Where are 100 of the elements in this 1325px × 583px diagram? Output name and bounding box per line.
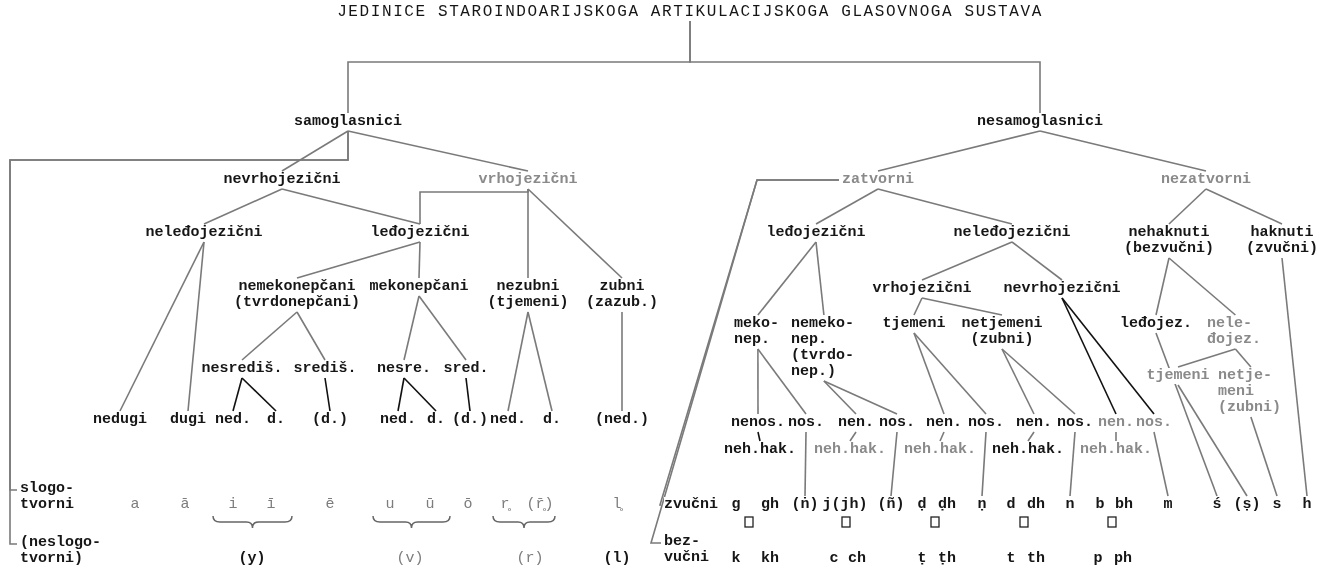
phoneme-label: l̥ bbox=[612, 497, 622, 513]
tree-line bbox=[418, 241, 421, 279]
tree-line bbox=[507, 311, 529, 412]
tree-line bbox=[815, 188, 879, 225]
tree-line bbox=[1115, 431, 1117, 442]
tree-line bbox=[527, 188, 623, 279]
tree-line bbox=[757, 431, 761, 442]
phoneme-label: dh bbox=[1027, 497, 1045, 513]
tree-label: netjemeni (zubni) bbox=[960, 316, 1044, 348]
tree-line bbox=[281, 130, 349, 172]
phoneme-label: ph bbox=[1114, 551, 1132, 567]
tree-line bbox=[418, 295, 467, 361]
tree-line bbox=[921, 297, 1003, 316]
tree-label: (d.) bbox=[312, 412, 348, 428]
phoneme-label: j(jh) bbox=[822, 497, 868, 513]
tree-line bbox=[815, 241, 825, 316]
tree-line bbox=[324, 377, 331, 412]
tree-label: mekonepčani bbox=[369, 279, 469, 295]
tree-label: nedugi bbox=[93, 412, 147, 428]
tree-line bbox=[527, 311, 553, 412]
phoneme-label: ī bbox=[266, 497, 276, 513]
tree-label: (ñ) bbox=[877, 497, 905, 513]
tree-label: samoglasnici bbox=[294, 114, 402, 130]
tree-line bbox=[296, 311, 326, 361]
phoneme-label: i bbox=[228, 497, 238, 513]
phoneme-label: ch bbox=[848, 551, 866, 567]
tree-line bbox=[1177, 348, 1237, 368]
tree-line bbox=[921, 241, 1013, 281]
tree-line bbox=[823, 380, 857, 415]
tree-line bbox=[981, 431, 987, 497]
tree-label: (d.) bbox=[452, 412, 488, 428]
tree-line bbox=[1061, 297, 1155, 415]
tree-line bbox=[1281, 257, 1308, 497]
phoneme-label: r̥ bbox=[500, 497, 510, 513]
tree-line bbox=[241, 311, 298, 361]
tree-line bbox=[804, 431, 807, 497]
tree-line bbox=[1069, 431, 1076, 497]
tree-label: leđojezični bbox=[766, 225, 866, 241]
tree-line bbox=[241, 377, 277, 412]
tree-line bbox=[232, 377, 243, 412]
phoneme-label: ḍh bbox=[938, 497, 956, 513]
tree-line bbox=[1039, 130, 1207, 172]
phoneme-label: ā bbox=[180, 497, 190, 513]
tree-line bbox=[890, 431, 898, 497]
phoneme-label: g bbox=[731, 497, 741, 513]
tree-line bbox=[689, 20, 1041, 114]
tree-label: dugi bbox=[170, 412, 206, 428]
phoneme-label: ṭ bbox=[917, 551, 927, 567]
tree-label: nesamoglasnici bbox=[977, 114, 1103, 130]
tree-line bbox=[1155, 332, 1218, 497]
tree-line bbox=[419, 188, 529, 225]
tree-label: (ṅ) bbox=[791, 497, 819, 513]
phoneme-label: gh bbox=[761, 497, 779, 513]
tree-line bbox=[757, 241, 817, 316]
phoneme-label: (y) bbox=[238, 551, 266, 567]
tree-line bbox=[203, 188, 283, 225]
tree-line bbox=[849, 431, 857, 442]
tree-line bbox=[913, 297, 923, 316]
tree-line bbox=[1177, 384, 1248, 497]
phoneme-label: th bbox=[1027, 551, 1045, 567]
tree-label: leđojezični bbox=[370, 225, 470, 241]
tree-line bbox=[1205, 188, 1283, 225]
tree-line bbox=[1155, 257, 1170, 316]
tree-line bbox=[1027, 431, 1035, 442]
phoneme-label: (l) bbox=[603, 551, 631, 567]
phoneme-label: t bbox=[1006, 551, 1016, 567]
tree-line bbox=[877, 188, 1013, 225]
phoneme-label: b bbox=[1095, 497, 1105, 513]
tree-line bbox=[1011, 241, 1063, 281]
tree-label: vrhojezični bbox=[478, 172, 578, 188]
tree-line bbox=[187, 241, 205, 412]
phoneme-label: p bbox=[1093, 551, 1103, 567]
tree-line bbox=[1001, 348, 1035, 415]
phoneme-label: bh bbox=[1115, 497, 1133, 513]
tree-line bbox=[281, 188, 421, 225]
tree-label: leđojez. bbox=[1120, 316, 1192, 332]
tree-label: neleđojezični bbox=[953, 225, 1071, 241]
tree-line bbox=[296, 241, 421, 279]
phoneme-label: ō bbox=[463, 497, 473, 513]
tree-line bbox=[403, 295, 420, 361]
tree-label: (ṣ) bbox=[1233, 497, 1261, 513]
tree-line bbox=[1001, 348, 1076, 415]
tree-line bbox=[465, 377, 471, 412]
tree-line bbox=[621, 311, 623, 412]
tree-label: neleđojezični bbox=[145, 225, 263, 241]
tree-line bbox=[1250, 416, 1278, 497]
tree-label: nevrhojezični bbox=[1003, 281, 1121, 297]
phoneme-label: ḍ bbox=[917, 497, 927, 513]
tree-line bbox=[913, 332, 945, 415]
phoneme-label: ṭh bbox=[938, 551, 956, 567]
tree-line bbox=[877, 130, 1041, 172]
tree-line bbox=[1234, 348, 1252, 368]
phoneme-label: k bbox=[731, 551, 741, 567]
tree-line bbox=[1153, 431, 1169, 497]
phoneme-label: d bbox=[1006, 497, 1016, 513]
tree-label: tjemeni bbox=[1146, 368, 1210, 384]
tree-line bbox=[823, 380, 898, 415]
tree-line bbox=[119, 241, 205, 412]
tree-line bbox=[347, 130, 529, 172]
phoneme-label: (r̥̄) bbox=[526, 497, 554, 513]
